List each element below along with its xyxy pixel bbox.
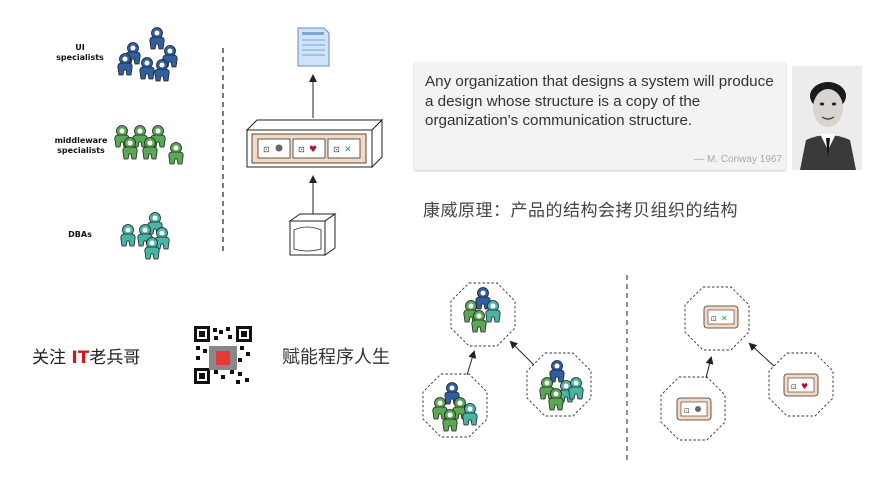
monolith-application: ⊡ ⊡ ♥ ⊡ ✕	[245, 118, 384, 169]
svg-text:⊡: ⊡	[711, 315, 717, 323]
svg-text:♥: ♥	[309, 145, 317, 155]
it-logo: IT	[71, 348, 90, 368]
middleware-specialists-label: middleware specialists	[54, 136, 108, 155]
follow-suffix: 老兵哥	[89, 348, 141, 368]
svg-text:✕: ✕	[721, 314, 728, 323]
conway-law-caption: 康威原理：产品的结构会拷贝组织的结构	[423, 201, 738, 221]
svg-text:⊡: ⊡	[791, 383, 797, 391]
qr-code-icon	[193, 325, 253, 385]
conway-portrait	[792, 66, 862, 170]
svg-text:⊡: ⊡	[684, 407, 690, 415]
portrait-image	[792, 66, 862, 170]
quote-author: — M. Conway 1967	[694, 154, 782, 165]
tagline: 赋能程序人生	[282, 347, 390, 368]
follow-text: 关注 IT老兵哥	[32, 343, 140, 368]
conway-quote-text: Any organization that designs a system w…	[425, 73, 774, 129]
middleware-specialists-icon-group	[114, 125, 184, 165]
quote-card	[414, 62, 786, 170]
svg-text:⊡: ⊡	[298, 145, 305, 154]
document-icon	[297, 27, 330, 67]
dbas-label: DBAs	[68, 230, 92, 239]
follow-prefix: 关注	[32, 348, 72, 368]
svg-text:⊡: ⊡	[263, 145, 270, 154]
ui-specialists-label: UI specialists	[56, 43, 104, 62]
svg-text:✕: ✕	[344, 145, 352, 155]
service-components: ⊡ ✕ ⊡ ⊡ ♥	[676, 305, 819, 421]
svg-text:♥: ♥	[801, 382, 808, 391]
ui-specialists-icon-group	[117, 27, 178, 82]
database-icon	[288, 213, 337, 256]
svg-text:⊡: ⊡	[333, 145, 340, 154]
dbas-icon-group	[120, 212, 170, 260]
